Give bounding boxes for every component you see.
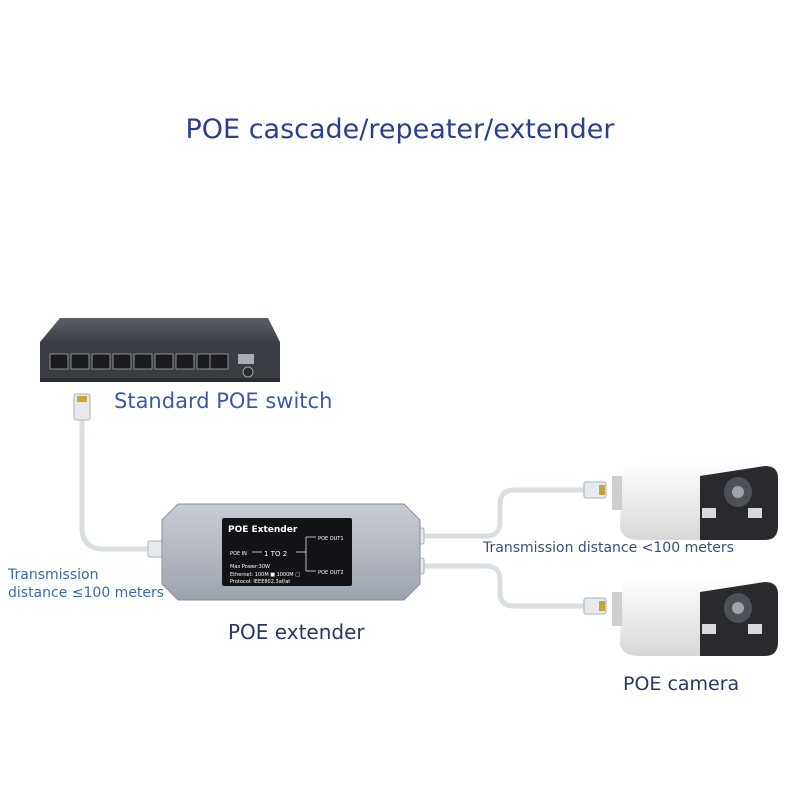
rj45-connector-camera-1 <box>583 481 607 499</box>
plate-protocol: Protocol: IEEE802.3af/at <box>230 579 290 585</box>
poe-camera-icon-2 <box>612 578 778 656</box>
plate-ratio: 1 TO 2 <box>264 550 287 558</box>
poe-extender-icon <box>161 503 421 601</box>
plate-out2: POE OUT2 <box>318 570 344 576</box>
label-standard-poe-switch: Standard POE switch <box>114 389 333 413</box>
poe-switch-icon <box>40 318 280 382</box>
label-distance-right: Transmission distance <100 meters <box>483 540 734 556</box>
cable-switch-to-extender <box>79 417 163 552</box>
cable-extender-to-camera-2 <box>419 563 591 609</box>
plate-out1: POE OUT1 <box>318 536 344 542</box>
plate-ethernet: Ethernet: 100M ■ 1000M □ <box>230 572 300 578</box>
label-poe-extender: POE extender <box>228 620 365 644</box>
poe-camera-icon-1 <box>612 462 778 540</box>
plate-max-power: Max Power:30W <box>230 564 270 570</box>
diagram-title: POE cascade/repeater/extender <box>185 114 615 145</box>
label-poe-camera: POE camera <box>623 673 740 695</box>
plate-poe-in: POE IN <box>230 551 247 557</box>
plate-heading: POE Extender <box>228 525 298 535</box>
label-distance-left-line2: distance ≤100 meters <box>8 585 165 601</box>
extender-plate: POE Extender POE IN 1 TO 2 POE OUT1 POE … <box>228 525 344 585</box>
rj45-connector-camera-2 <box>583 597 607 615</box>
cable-extender-to-camera-1 <box>419 487 591 539</box>
label-distance-left: Transmission distance ≤100 meters <box>8 566 164 602</box>
label-distance-left-line1: Transmission <box>8 567 99 583</box>
rj45-connector-switch <box>73 393 91 421</box>
